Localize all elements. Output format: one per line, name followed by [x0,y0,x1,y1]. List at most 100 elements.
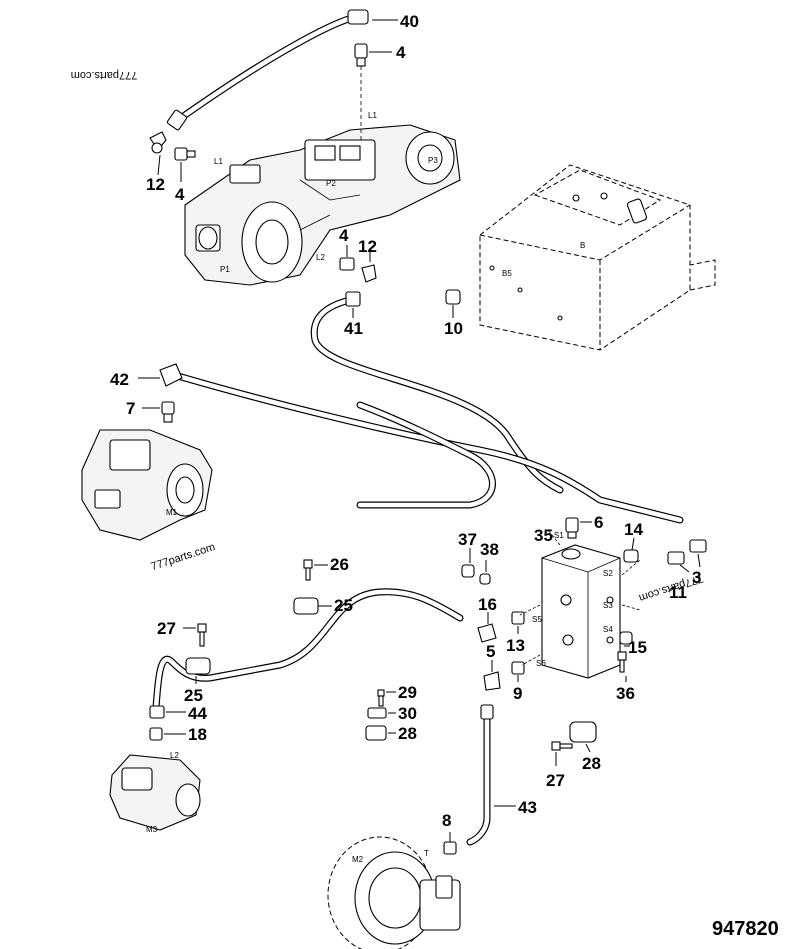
label-p3: P3 [428,156,438,165]
clamp-28-right [569,721,597,743]
fitting-44 [149,705,165,719]
label-s2: S2 [603,569,613,578]
label-s4: S4 [603,625,613,634]
callout-28-small: 28 [398,724,417,743]
callout-13: 13 [506,636,525,655]
callout-25-top: 25 [334,596,353,615]
fitting-18 [149,727,163,741]
callout-9: 9 [513,684,522,703]
plug-38 [479,573,491,585]
callout-35: 35 [534,526,553,545]
label-s5: S5 [532,615,542,624]
component-labels: L1 L1 P1 P2 P3 L2 B5 B M1 S1 S2 S3 S4 S5… [146,111,613,864]
hydraulic-motor-m3 [109,754,201,831]
elbow-42 [159,363,183,387]
callout-4-top: 4 [396,43,406,62]
clamp-28-small [365,725,387,741]
callout-26: 26 [330,555,349,574]
plug-37 [461,564,475,578]
fitting-3 [689,539,707,553]
label-l2-bottom: L2 [170,751,179,760]
label-l1-top: L1 [368,111,377,120]
label-l2-top: L2 [316,253,325,262]
callout-36: 36 [616,684,635,703]
callout-3: 3 [692,568,701,587]
plate-30 [367,707,387,719]
label-m1: M1 [166,508,178,517]
watermark-top: 777parts.com [71,69,138,81]
callout-27-left: 27 [157,619,176,638]
clamp-25-top [293,597,319,615]
callout-numbers: 40 4 12 4 4 12 41 10 42 7 6 37 38 35 14 … [110,12,701,830]
callout-28-right: 28 [582,754,601,773]
callout-6: 6 [594,513,603,532]
callout-27-right: 27 [546,771,565,790]
callout-15: 15 [628,638,647,657]
fitting-13 [511,611,525,625]
plug-14 [623,549,639,563]
callout-10: 10 [444,319,463,338]
bolt-27-right [551,741,573,751]
bolt-27-left [197,623,207,647]
callout-29: 29 [398,683,417,702]
callout-43: 43 [518,798,537,817]
elbow-5 [483,671,501,691]
label-b5: B5 [502,269,512,278]
fitting-11 [667,551,685,565]
tube-m1-return [356,401,496,509]
bolt-36 [617,651,627,673]
callout-41: 41 [344,319,363,338]
callout-5: 5 [486,642,495,661]
plug-15 [619,631,633,645]
callout-11: 11 [669,583,687,602]
label-m2: M2 [352,855,364,864]
callout-40: 40 [400,12,419,31]
valve-block [541,544,621,679]
screw-29 [377,689,385,707]
plug-10 [445,289,461,305]
fitting-4-mid [339,257,355,271]
elbow-16 [477,623,497,643]
callout-38: 38 [480,540,499,559]
label-s1: S1 [554,531,564,540]
hydraulic-pump-assembly [184,124,461,286]
label-p2: P2 [326,179,336,188]
label-m3: M3 [146,825,158,834]
hydraulic-motor-m1 [81,429,213,541]
hydraulic-tank [479,164,716,351]
document-number: 947820 [712,918,779,940]
callout-4-mid: 4 [339,226,349,245]
callout-18: 18 [188,725,207,744]
fitting-8 [443,841,457,855]
fitting-6 [565,517,579,539]
callout-4-left: 4 [175,185,185,204]
label-p1: P1 [220,265,230,274]
elbow-12-mid [361,264,377,283]
callout-14: 14 [624,520,643,539]
hose-40 [166,9,369,131]
tube-25 [152,588,464,712]
callout-8: 8 [442,811,451,830]
clamp-25-left [185,657,211,675]
fitting-4-top [354,43,368,67]
elbow-12-top [149,131,167,154]
label-t: T [424,849,429,858]
label-l1-left: L1 [214,157,223,166]
callout-12-top: 12 [146,175,165,194]
callout-30: 30 [398,704,417,723]
label-s3: S3 [603,601,613,610]
hose-43 [466,704,494,846]
fitting-41 [345,291,361,307]
callout-7: 7 [126,399,135,418]
callout-37: 37 [458,530,477,549]
bolt-26 [303,559,313,581]
leader-lines [138,19,701,842]
callout-12-mid: 12 [358,237,377,256]
fitting-4-left [174,147,196,161]
callout-25-left: 25 [184,686,203,705]
callout-44: 44 [188,704,207,723]
fitting-9 [511,661,525,675]
watermark-middle: 777parts.com [150,541,217,573]
fitting-7 [161,401,175,423]
